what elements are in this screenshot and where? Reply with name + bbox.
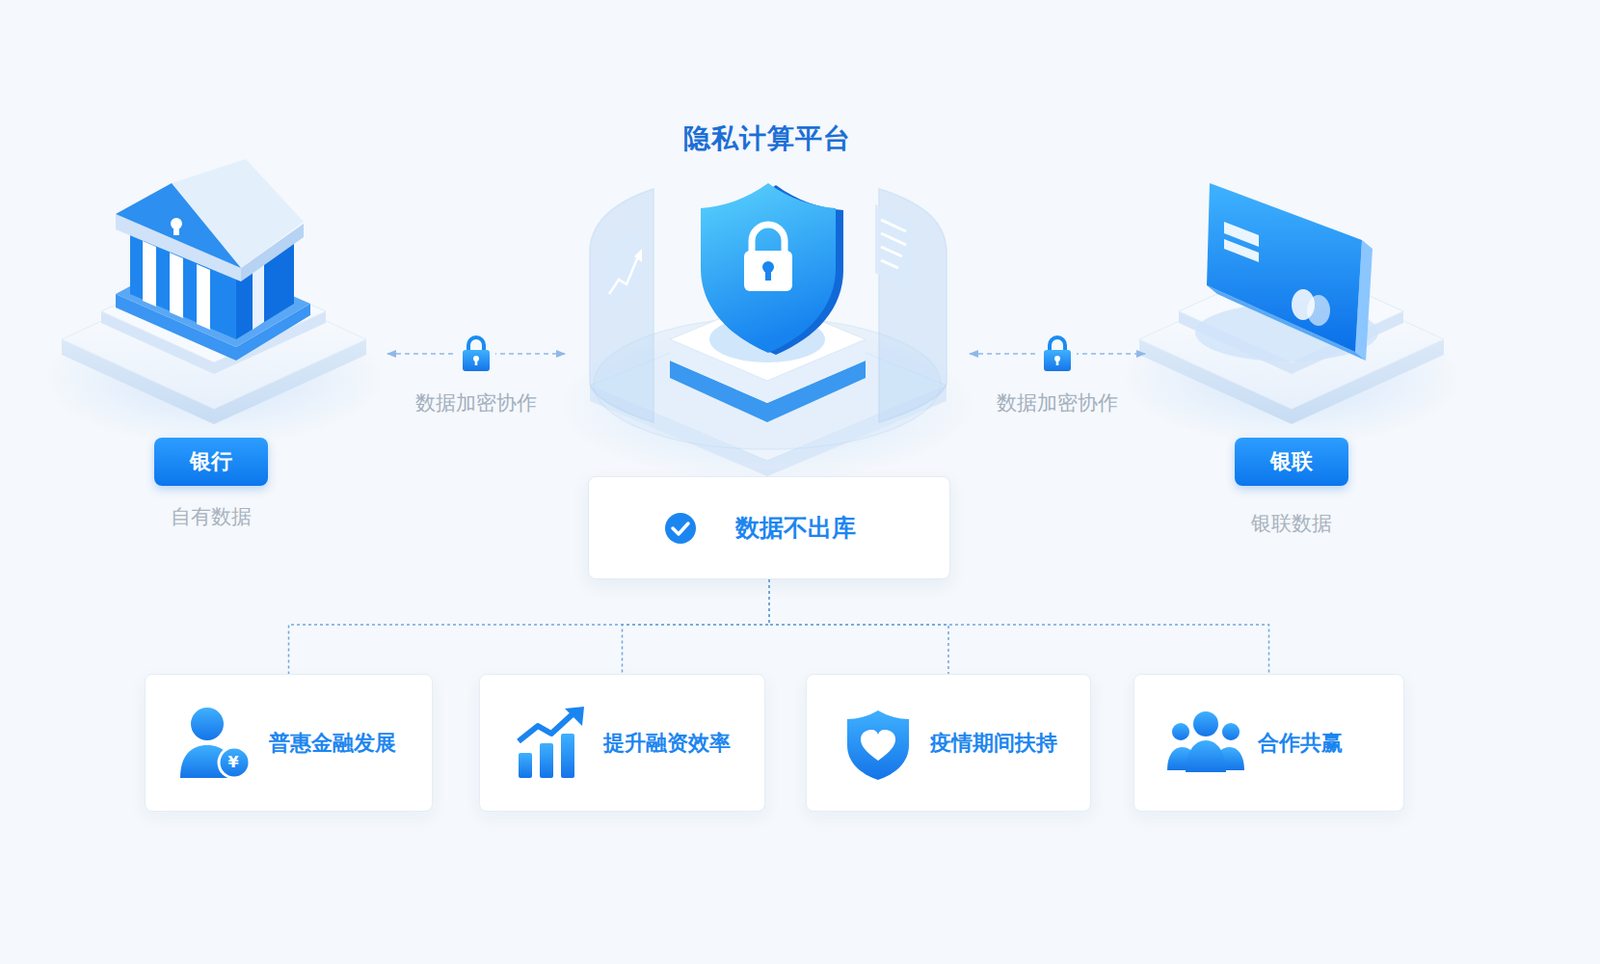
- benefit-box: 合作共赢: [1133, 673, 1405, 812]
- benefit-text: 普惠金融发展: [268, 728, 397, 758]
- group-icon-part: [1193, 711, 1219, 737]
- lock-symbol: [1038, 333, 1077, 374]
- actor-pill: 银行: [154, 437, 268, 486]
- unionpay-illustration-part: [1306, 294, 1331, 326]
- actor-pill: 银联: [1234, 437, 1349, 486]
- lock-shackle: [468, 337, 484, 351]
- actor-caption: 自有数据: [170, 503, 252, 531]
- chart-icon-part: [518, 712, 575, 742]
- platform-illustration-part: [765, 268, 772, 281]
- shield-icon-part: [847, 710, 909, 780]
- platform-illustration-part: [751, 224, 785, 253]
- group-icon: [1167, 704, 1245, 782]
- lock-keyhole: [473, 355, 480, 362]
- platform-illustration-part: [879, 188, 947, 423]
- bank-illustration-part: [169, 252, 184, 319]
- check-icon: [664, 511, 697, 545]
- lock-keyhole: [1054, 355, 1061, 362]
- platform-illustration-part: [589, 188, 654, 423]
- chart-icon-part: [539, 743, 554, 778]
- icon-holder: [512, 704, 590, 782]
- bank-illustration-part: [115, 183, 241, 268]
- chart-icon-part: [560, 733, 575, 778]
- benefit-box: 疫情期间扶持: [805, 673, 1092, 812]
- check-icon-part: [672, 523, 689, 534]
- icon-holder: [839, 704, 917, 782]
- chart-icon-part: [518, 752, 533, 778]
- lock-shackle: [1049, 337, 1066, 351]
- platform-illustration-part: [880, 233, 907, 245]
- result-text: 数据不出库: [735, 511, 856, 544]
- platform-illustration-part: [880, 219, 907, 232]
- platform-node: 隐私计算平台: [578, 113, 957, 476]
- bank-node: 银行自有数据: [48, 154, 374, 531]
- platform-illustration-part: [605, 229, 641, 309]
- group-icon-part: [1185, 740, 1227, 773]
- unionpay-illustration-part: [1206, 183, 1362, 352]
- benefit-text: 提升融资效率: [603, 728, 731, 758]
- platform-illustration: [560, 183, 975, 482]
- edge-label: 数据加密协作: [415, 389, 537, 417]
- icon-holder: [178, 704, 256, 782]
- tree-connector: [289, 579, 771, 674]
- lock-symbol: [456, 333, 496, 374]
- platform-illustration-part: [744, 250, 793, 292]
- unionpay-illustration-part: [1224, 239, 1259, 263]
- bank-illustration-part: [173, 225, 180, 236]
- platform-illustration-part: [634, 248, 642, 263]
- shield-icon-part: [860, 729, 896, 761]
- lock-keyhole: [475, 359, 479, 366]
- tree-connector: [769, 579, 1270, 674]
- encrypted-link: [969, 352, 1146, 355]
- lock-body: [462, 349, 490, 372]
- tree-connector: [769, 579, 949, 674]
- bank-illustration: [45, 159, 383, 446]
- benefit-text: 疫情期间扶持: [930, 728, 1058, 758]
- encrypted-link: [387, 352, 565, 355]
- platform-title: 隐私计算平台: [683, 121, 852, 157]
- benefit-box: 提升融资效率: [479, 673, 766, 812]
- lock-backdrop: [1038, 333, 1077, 374]
- shield-icon: [839, 704, 917, 782]
- person-icon-part: [218, 746, 250, 778]
- chart-icon-part: [564, 706, 585, 726]
- unionpay-node: 银联银联数据: [1158, 154, 1425, 537]
- platform-illustration-part: [880, 260, 899, 268]
- bank-illustration-part: [196, 264, 211, 330]
- benefit-box: 普惠金融发展: [144, 673, 433, 812]
- platform-illustration-part: [875, 204, 912, 290]
- icon-holder: [1167, 704, 1245, 782]
- tree-connector: [622, 579, 771, 674]
- group-icon-part: [1222, 722, 1240, 741]
- platform-illustration-part: [700, 183, 836, 353]
- lock-keyhole: [1056, 359, 1060, 366]
- group-icon-part: [1172, 722, 1190, 741]
- chart-icon: [512, 704, 590, 782]
- person-icon-part: [190, 707, 224, 741]
- lock-backdrop: [456, 333, 496, 374]
- bank-illustration-part: [142, 240, 157, 307]
- bank-illustration-part: [252, 262, 265, 330]
- currency-mark: ¥: [227, 752, 239, 772]
- actor-caption: 银联数据: [1251, 509, 1333, 537]
- platform-illustration-part: [880, 246, 903, 257]
- benefit-text: 合作共赢: [1257, 728, 1343, 758]
- check-icon-part: [665, 512, 696, 544]
- person-icon: [178, 704, 256, 782]
- edge-label: 数据加密协作: [996, 389, 1119, 417]
- lock-body: [1043, 349, 1071, 372]
- platform-illustration-part: [609, 256, 639, 294]
- result-box: 数据不出库: [587, 476, 951, 580]
- unionpay-illustration: [1122, 183, 1461, 446]
